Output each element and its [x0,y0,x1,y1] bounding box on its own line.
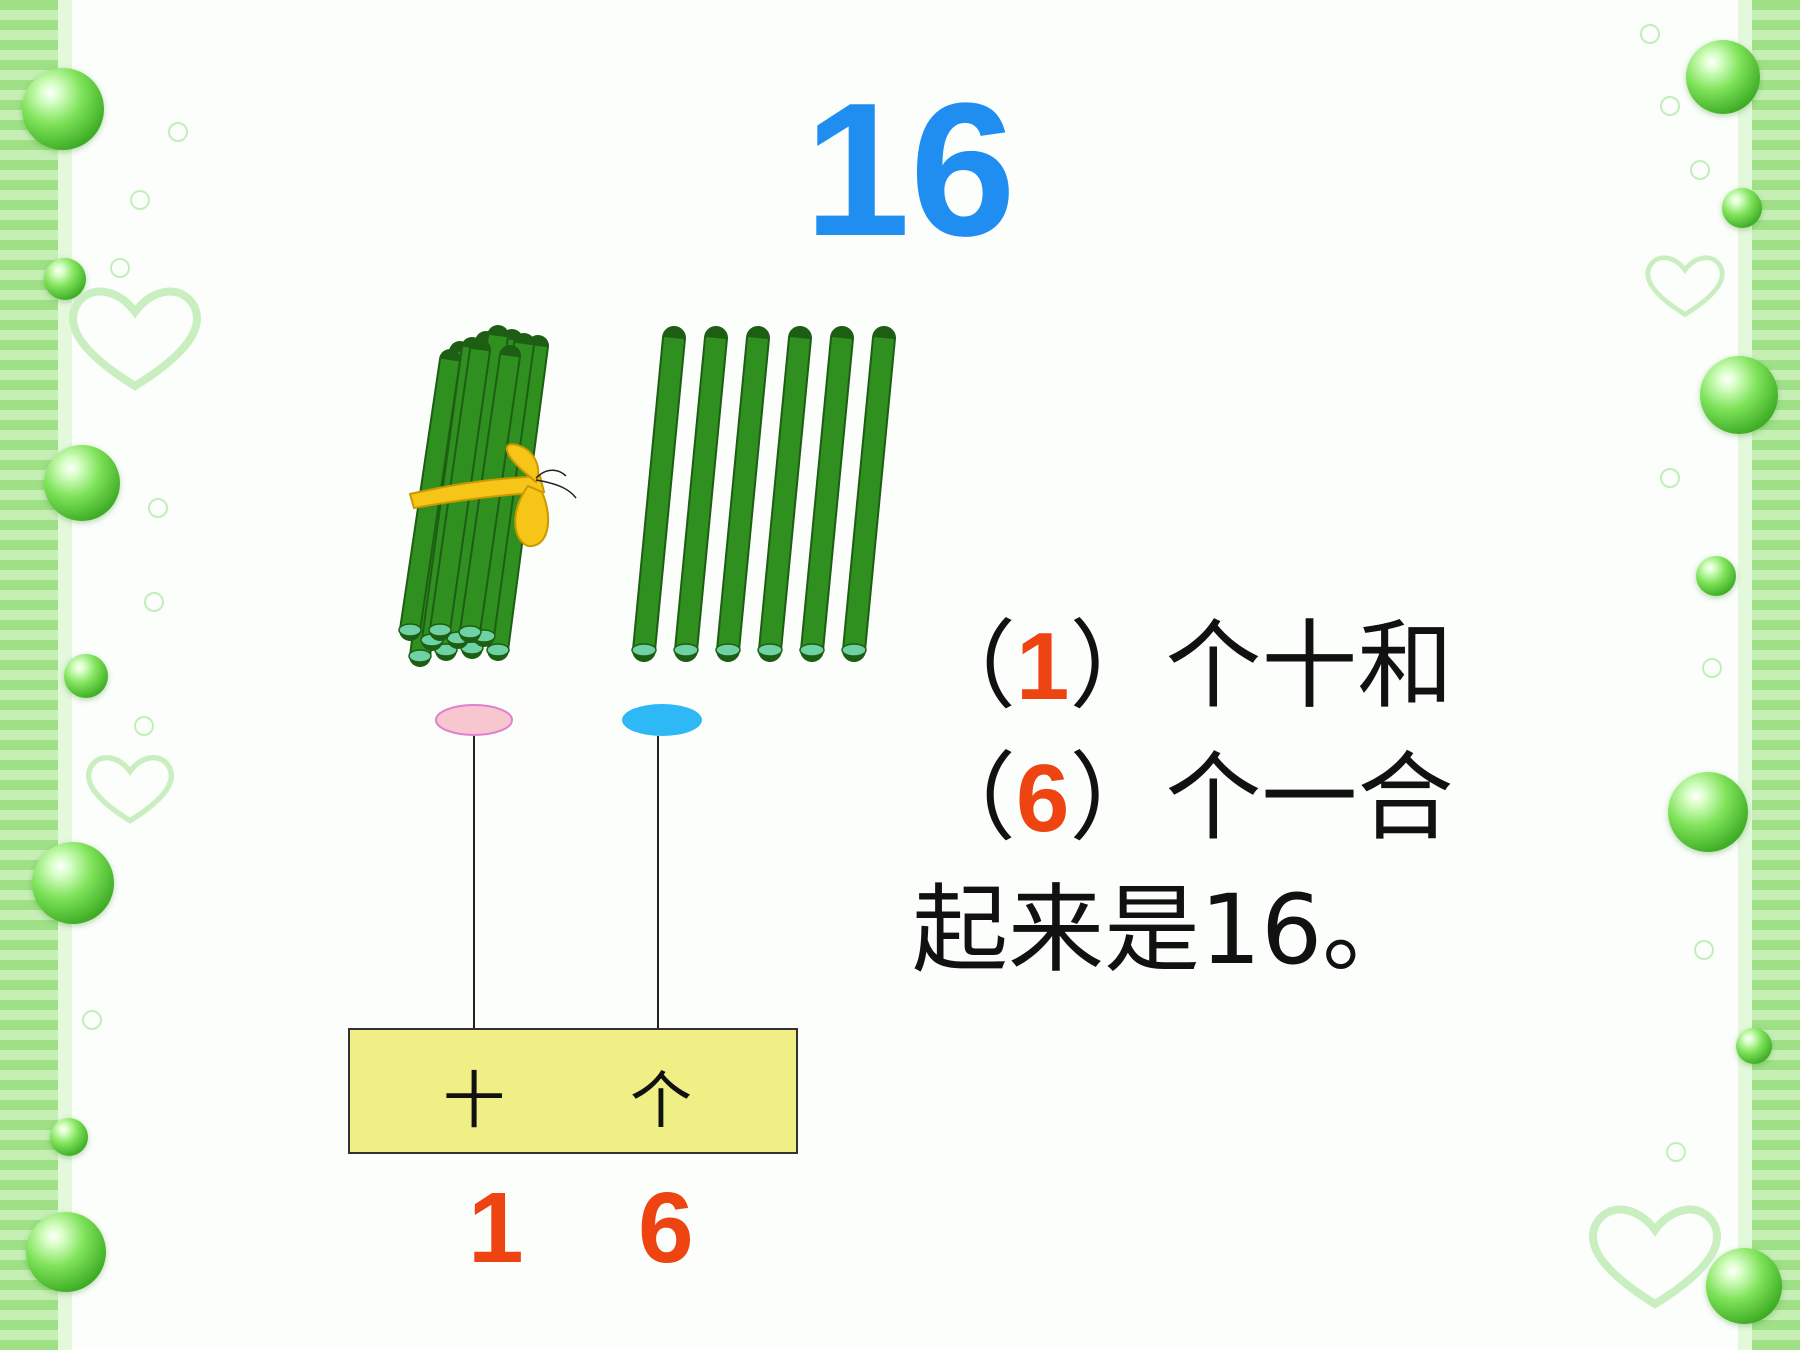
place-value-box [348,1028,798,1154]
statement-line-2: （6）个一合 [920,732,1640,864]
answer-ones: 6 [1016,745,1070,852]
tens-place-label: 十 [443,1064,506,1137]
statement-line-3: 起来是16。 [912,874,1419,986]
sparkle-decoration [144,592,164,612]
sparkle-decoration [168,122,188,142]
right-border-stripe [1752,0,1800,1350]
heart-decoration [86,755,174,824]
single-stick [757,326,812,662]
number-title: 16 [804,64,1016,276]
statement-text: （1）个十和 （6）个一合 起来是16。 [912,600,1640,996]
heart-decoration [1645,255,1725,318]
sparkle-decoration [110,258,130,278]
sparkle-decoration [82,1010,102,1030]
sparkle-decoration [1660,96,1680,116]
bow-ribbon-icon [408,443,577,548]
open-paren: （ [920,742,1016,854]
heart-decoration [69,287,201,391]
line2-suffix: ）个一合 [1069,742,1454,854]
answer-tens: 1 [1016,613,1070,720]
bubble-decoration [50,1118,88,1156]
single-stick [799,326,854,662]
line1-suffix: ）个十和 [1069,610,1454,722]
single-sticks [631,326,896,662]
ones-digit: 6 [638,1172,694,1284]
bubble-decoration [1722,188,1762,228]
bubble-decoration [44,445,120,521]
bubble-decoration [44,258,86,300]
bubble-decoration [32,842,114,924]
bubble-decoration [1706,1248,1782,1324]
sparkle-decoration [1666,1142,1686,1162]
bubble-decoration [1700,356,1778,434]
single-stick [841,326,896,662]
bubble-decoration [1696,556,1736,596]
single-stick [715,326,770,662]
tens-bead [435,704,513,736]
sparkle-decoration [1660,468,1680,488]
right-border-stripe-inner [1738,0,1752,1350]
sparkle-decoration [134,716,154,736]
bubble-decoration [22,68,104,150]
single-stick [673,326,728,662]
stick-in-bundle [486,335,549,661]
bubble-decoration [26,1212,106,1292]
bubble-decoration [1668,772,1748,852]
sparkle-decoration [130,190,150,210]
bubble-decoration [1736,1028,1772,1064]
ones-place-label: 个 [630,1064,693,1137]
heart-decoration [1589,1205,1721,1309]
sparkle-decoration [1694,940,1714,960]
bubble-decoration [1686,40,1760,114]
ones-bead [622,704,702,736]
statement-line-1: （1）个十和 [920,600,1640,732]
sparkle-decoration [1640,24,1660,44]
sparkle-decoration [1702,658,1722,678]
sparkle-decoration [1690,160,1710,180]
bubble-decoration [64,654,108,698]
tens-digit: 1 [468,1172,524,1284]
open-paren: （ [920,610,1016,722]
left-border-stripe [0,0,58,1350]
sparkle-decoration [148,498,168,518]
single-stick [631,326,686,662]
